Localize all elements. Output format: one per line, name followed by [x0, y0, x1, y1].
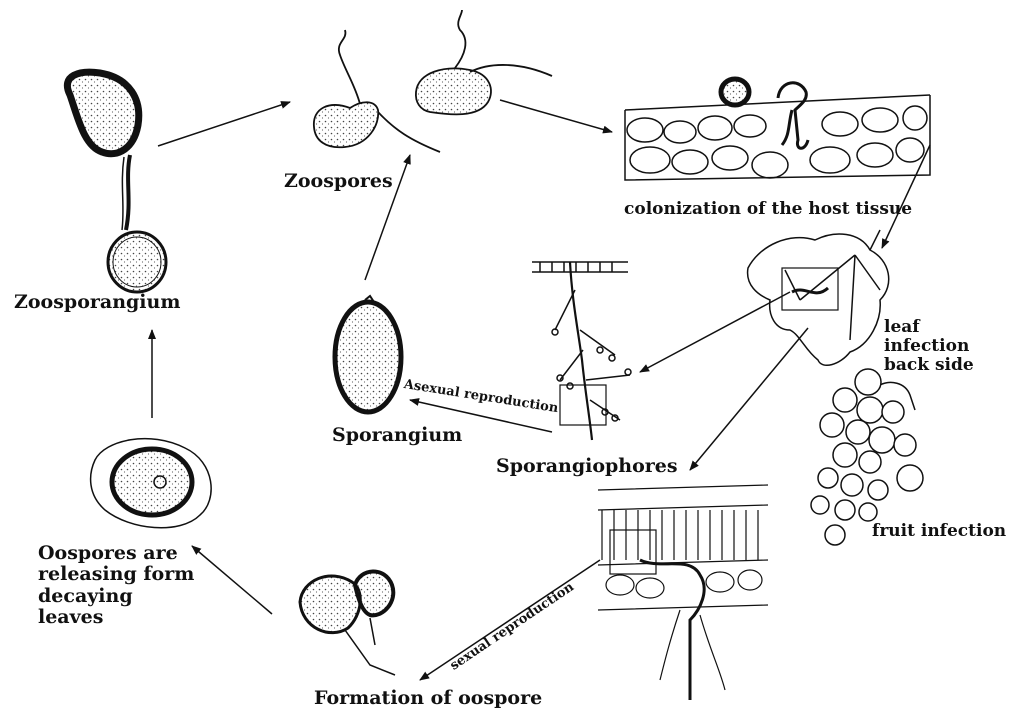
grape-cluster-illustration [811, 369, 923, 545]
host-tissue-illustration [625, 79, 930, 180]
sporangium-illustration [335, 296, 401, 412]
leaf-cross-section-illustration [598, 485, 768, 700]
oospore-release-illustration [91, 439, 212, 528]
zoospores-illustration [314, 10, 552, 152]
formation-of-oospore-label: Formation of oospore [314, 688, 542, 709]
oospore-formation-illustration [300, 571, 395, 675]
cycle-arrows [152, 100, 930, 680]
leaf-infection-label: leaf infection back side [884, 318, 1009, 375]
sporangiophores-label: Sporangiophores [496, 456, 678, 477]
colonization-label: colonization of the host tissue [624, 200, 912, 219]
oospores-releasing-label: Oospores are releasing form decaying lea… [38, 543, 203, 628]
fruit-infection-label: fruit infection [872, 522, 1006, 541]
zoosporangium-label: Zoosporangium [14, 292, 180, 313]
zoosporangium-illustration [67, 72, 166, 292]
zoospores-label: Zoospores [284, 171, 393, 192]
leaf-illustration [748, 230, 889, 365]
sporangium-label: Sporangium [332, 425, 462, 446]
